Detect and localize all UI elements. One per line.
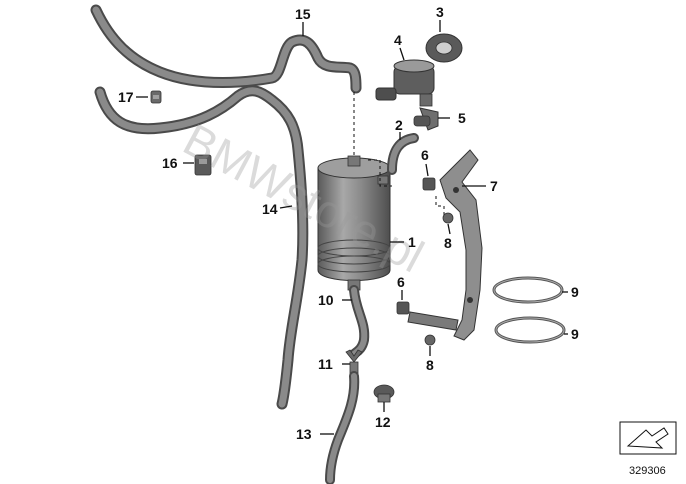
callout-12: 12 (375, 414, 391, 430)
hose-15 (90, 4, 362, 94)
callout-4: 4 (394, 32, 402, 48)
clip-16 (194, 154, 212, 176)
hose-13 (325, 371, 360, 484)
callout-8-bottom: 8 (426, 357, 434, 373)
callout-13: 13 (296, 426, 312, 442)
guide-line-canister (368, 159, 392, 187)
callout-9-lower: 9 (571, 326, 579, 342)
callout-14: 14 (262, 201, 278, 217)
grommet-3 (425, 33, 463, 63)
nut-6-bottom (396, 301, 410, 315)
clip-17 (150, 90, 162, 104)
callout-3: 3 (436, 4, 444, 20)
callout-2: 2 (395, 117, 403, 133)
diagram-number: 329306 (629, 465, 666, 477)
callout-1: 1 (408, 234, 416, 250)
callout-16: 16 (162, 155, 178, 171)
valve-4 (375, 59, 435, 107)
leader-4 (399, 47, 405, 61)
arrow-icon (626, 427, 669, 449)
guide-line-6-top (435, 196, 445, 216)
callout-6-bottom: 6 (397, 274, 405, 290)
clamp-9-lower (494, 316, 566, 344)
callout-7: 7 (490, 178, 498, 194)
clamp-9-upper (492, 276, 564, 304)
leader-6a (425, 163, 429, 177)
hose-14 (94, 85, 309, 410)
cap-12 (373, 384, 395, 403)
hose-10 (349, 285, 370, 359)
connector-5 (413, 107, 439, 131)
callout-15: 15 (295, 6, 311, 22)
bracket-7 (407, 149, 483, 341)
leader-14 (279, 205, 293, 209)
callout-8-top: 8 (444, 235, 452, 251)
callout-10: 10 (318, 292, 334, 308)
callout-9-upper: 9 (571, 284, 579, 300)
leader-8a (447, 223, 451, 235)
callout-6-top: 6 (421, 147, 429, 163)
callout-11: 11 (318, 356, 333, 372)
orientation-arrow-box (619, 421, 677, 455)
hose-2 (387, 133, 419, 175)
screw-8-top (442, 212, 454, 224)
callout-5: 5 (458, 110, 466, 126)
screw-8-bottom (424, 334, 436, 346)
nut-6-top (422, 177, 436, 191)
callout-17: 17 (118, 89, 134, 105)
